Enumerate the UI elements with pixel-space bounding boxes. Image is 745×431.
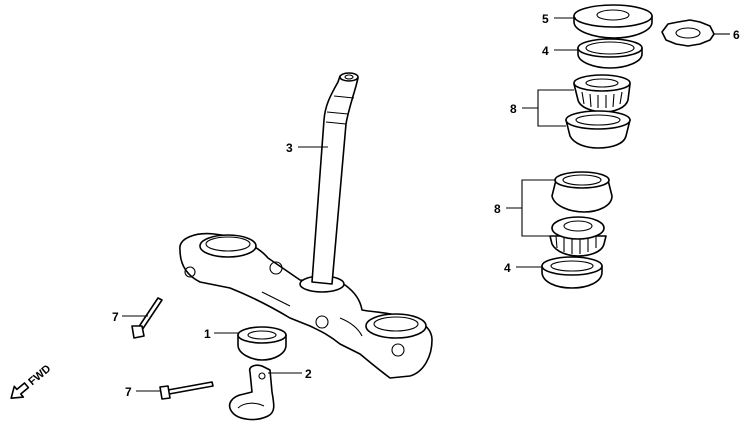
hose-clamp-body bbox=[228, 364, 275, 421]
race-lower bbox=[551, 171, 613, 213]
bearing-upper-top bbox=[573, 74, 631, 92]
bearing-lower bbox=[549, 216, 607, 257]
callout-7-upper: 7 bbox=[112, 310, 119, 324]
callout-7-lower: 7 bbox=[125, 385, 132, 399]
stem-ring-2 bbox=[325, 121, 347, 125]
bearing-upper-rollers bbox=[581, 91, 623, 108]
race-upper-bore bbox=[575, 114, 621, 126]
stem-nut-hole bbox=[596, 9, 630, 21]
clamp-rib bbox=[261, 291, 363, 337]
race-lower-body bbox=[551, 179, 613, 213]
leader-lines bbox=[122, 17, 730, 392]
callout-6: 6 bbox=[733, 28, 740, 42]
dust-seal-ring-lower-top bbox=[541, 256, 603, 276]
right-pinch-boss bbox=[391, 343, 405, 357]
stem-ring-1 bbox=[326, 111, 349, 115]
stem-top-bore bbox=[344, 74, 354, 80]
leader-8b-bracket bbox=[506, 179, 556, 237]
hose-clamp bbox=[228, 364, 275, 421]
bearing-lower-rollers bbox=[555, 235, 597, 254]
race-upper bbox=[565, 110, 631, 149]
dust-seal-ring-upper-hole bbox=[585, 41, 635, 55]
race-upper-top bbox=[565, 110, 631, 130]
stem-nut-top bbox=[573, 4, 653, 28]
dust-seal-ring-upper bbox=[577, 38, 643, 69]
callout-3: 3 bbox=[286, 141, 293, 155]
dust-seal-hole bbox=[247, 330, 277, 340]
lock-nut bbox=[661, 19, 715, 47]
stem-top bbox=[339, 72, 359, 82]
left-pinch-boss bbox=[184, 266, 196, 278]
lower-triple-clamp bbox=[179, 232, 433, 379]
arrow-icon bbox=[10, 382, 30, 399]
bolt-upper bbox=[131, 297, 163, 339]
lock-nut-hole bbox=[675, 27, 701, 39]
dust-seal-ring-lower bbox=[541, 256, 603, 289]
left-fork-bore bbox=[199, 234, 257, 258]
callout-1: 1 bbox=[204, 327, 211, 341]
fwd-indicator: FWD bbox=[10, 363, 53, 399]
steering-stem-assembly bbox=[179, 72, 433, 379]
right-fork-bore bbox=[365, 313, 427, 339]
callout-5: 5 bbox=[542, 12, 549, 26]
dust-seal bbox=[237, 326, 287, 361]
callout-8-upper: 8 bbox=[510, 102, 517, 116]
bolt-lower-head bbox=[159, 385, 171, 400]
fwd-label: FWD bbox=[26, 363, 53, 388]
callout-2: 2 bbox=[305, 367, 312, 381]
callout-4-lower: 4 bbox=[504, 261, 511, 275]
bolt-upper-head bbox=[131, 325, 145, 339]
callout-4-upper: 4 bbox=[542, 44, 549, 58]
left-fork-bore-inner bbox=[205, 236, 251, 252]
stem-nut bbox=[573, 4, 653, 39]
dust-seal-top bbox=[237, 326, 287, 344]
dust-seal-ring-lower-hole bbox=[550, 260, 594, 272]
bearing-lower-bore bbox=[563, 220, 593, 232]
steering-stem-shaft bbox=[311, 75, 359, 285]
race-lower-bore bbox=[562, 174, 602, 186]
bolt-lower bbox=[159, 381, 214, 400]
bearing-lower-top bbox=[551, 216, 605, 240]
callouts: 3 5 4 6 8 8 4 7 1 2 7 bbox=[112, 12, 740, 399]
hose-clamp-hole bbox=[258, 372, 266, 380]
center-boss-left bbox=[269, 261, 283, 275]
lock-nut-body bbox=[661, 19, 715, 47]
right-fork-bore-inner bbox=[373, 316, 419, 332]
stem-ring-3 bbox=[333, 95, 355, 99]
center-boss-right bbox=[315, 315, 329, 329]
bearing-upper bbox=[573, 74, 631, 113]
leader-8a-bracket bbox=[522, 89, 574, 127]
hose-clamp-loop bbox=[237, 402, 265, 409]
bearing-upper-bore bbox=[585, 78, 619, 88]
bolt-lower-shank bbox=[167, 381, 214, 395]
callout-8-lower: 8 bbox=[494, 202, 501, 216]
